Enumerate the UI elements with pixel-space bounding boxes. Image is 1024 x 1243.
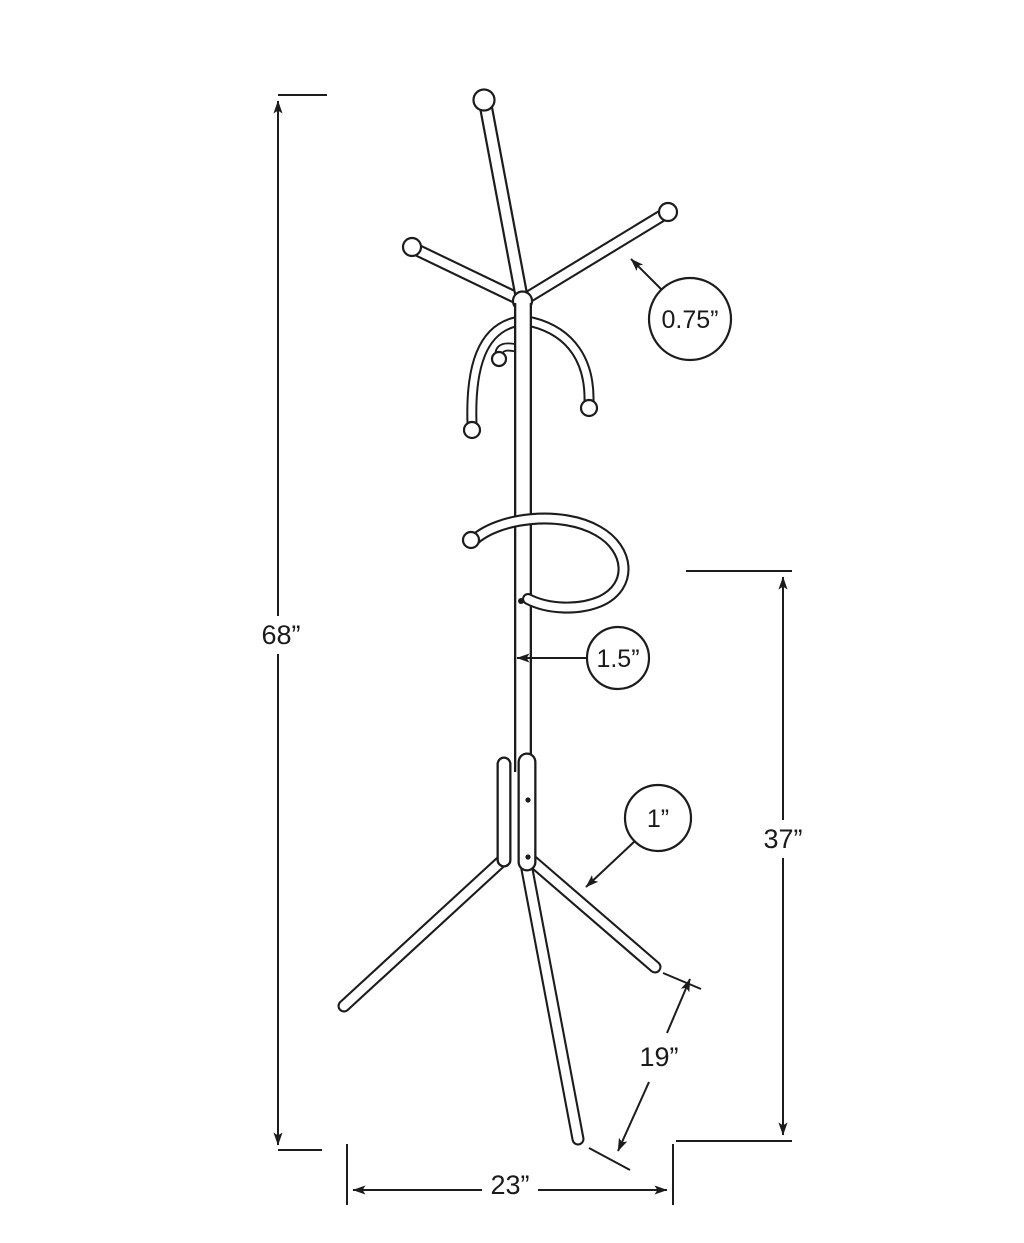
ring-ball xyxy=(461,530,481,550)
dimension-arrow-line xyxy=(666,978,691,1034)
mid-hook-nub xyxy=(490,342,521,368)
leg-front xyxy=(519,857,585,1146)
top-post xyxy=(472,88,529,306)
callout-leader-line xyxy=(585,840,636,888)
dim-label-base-width: 23” xyxy=(490,1170,529,1200)
hook-ball xyxy=(462,420,482,440)
hook-ball xyxy=(490,350,508,368)
upper-arm-left xyxy=(401,236,528,307)
hook-ball xyxy=(401,236,423,258)
dim-label-leg-length: 19” xyxy=(639,1042,678,1072)
callout-leg-diameter: 1” xyxy=(585,783,693,888)
callout-bubble xyxy=(623,783,693,853)
callout-label-pole-diameter: 1.5” xyxy=(596,645,639,673)
umbrella-ring xyxy=(461,512,630,614)
hub-screw-dot xyxy=(525,797,531,803)
callout-label-leg-diameter: 1” xyxy=(647,805,669,833)
callout-label-hook-diameter: 0.75” xyxy=(662,306,719,334)
top-ball xyxy=(472,88,496,112)
extension-line xyxy=(662,972,702,990)
hook-ball xyxy=(657,201,679,223)
dimension-arrow-line xyxy=(617,1081,650,1152)
dim-leg-length: 19” xyxy=(588,972,702,1171)
upper-arm-right xyxy=(518,201,679,306)
callout-leader-line xyxy=(630,258,663,291)
dim-leg-section-height: 37” xyxy=(676,570,810,1142)
dim-overall-height: 68” xyxy=(254,94,327,1151)
extension-line xyxy=(588,1147,631,1171)
callout-hook-diameter: 0.75” xyxy=(630,258,733,362)
leg-right xyxy=(524,853,662,974)
callout-bubble xyxy=(647,276,733,362)
ring-mount-dot xyxy=(518,598,524,604)
callout-pole-diameter: 1.5” xyxy=(516,625,651,691)
coat-rack-drawing xyxy=(337,88,679,1146)
hook-ball xyxy=(579,398,599,418)
leg-left xyxy=(337,851,512,1013)
dim-label-overall-height: 68” xyxy=(261,620,300,650)
callout-bubble xyxy=(585,625,651,691)
mid-hook-left xyxy=(462,316,521,440)
dim-label-leg-section-height: 37” xyxy=(763,824,802,854)
base-hub xyxy=(496,752,537,872)
dim-base-width: 23” xyxy=(346,1144,674,1205)
mid-hook-right xyxy=(526,316,599,418)
hub-screw-dot xyxy=(525,854,531,860)
